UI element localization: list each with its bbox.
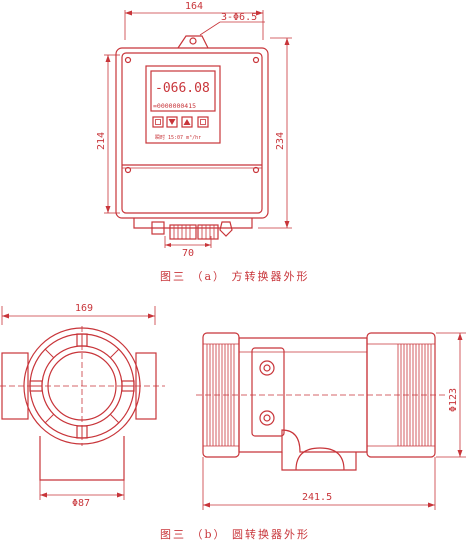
lcd-flow-value: -066.08 [155, 81, 210, 96]
key-up [181, 116, 193, 128]
figure-b-side-view: Φ123 241.5 [196, 332, 466, 510]
caption-figure-a: 图三 （a） 方转换器外形 [160, 269, 310, 283]
keypad [152, 116, 209, 128]
panel-unit-label: 瞬时 15:07 m³/hr [155, 134, 201, 141]
dim-side-diameter-123: Φ123 [448, 388, 459, 412]
arrow-up-icon [183, 119, 191, 125]
arrow-down-icon [168, 119, 176, 125]
dim-front-width-169: 169 [75, 303, 93, 314]
cable-glands [151, 221, 233, 240]
left-fins [206, 344, 235, 446]
dim-front-diameter-87: Φ87 [72, 498, 90, 509]
lcd-screen [150, 70, 216, 112]
dim-side-length-241.5: 241.5 [302, 492, 332, 503]
dim-height-234: 234 [275, 132, 286, 150]
junction-box [251, 347, 285, 437]
dim-gland-spacing-70: 70 [182, 248, 194, 259]
display-window [145, 65, 221, 144]
lcd-total-value: =0000000415 [153, 102, 196, 110]
dim-width-164: 164 [185, 1, 203, 12]
figure-b-front-view: 169 [0, 303, 165, 509]
key-enter [197, 116, 209, 128]
key-down [166, 116, 178, 128]
dim-holes-3-phi-6.5: 3-Φ6.5 [221, 12, 257, 23]
dim-height-214: 214 [96, 132, 107, 150]
figure-a-square-converter: 164 3-Φ6.5 -066.08 =0000000415 [96, 1, 310, 283]
caption-figure-b: 图三 （b） 圆转换器外形 [160, 527, 310, 541]
key-function [152, 116, 164, 128]
